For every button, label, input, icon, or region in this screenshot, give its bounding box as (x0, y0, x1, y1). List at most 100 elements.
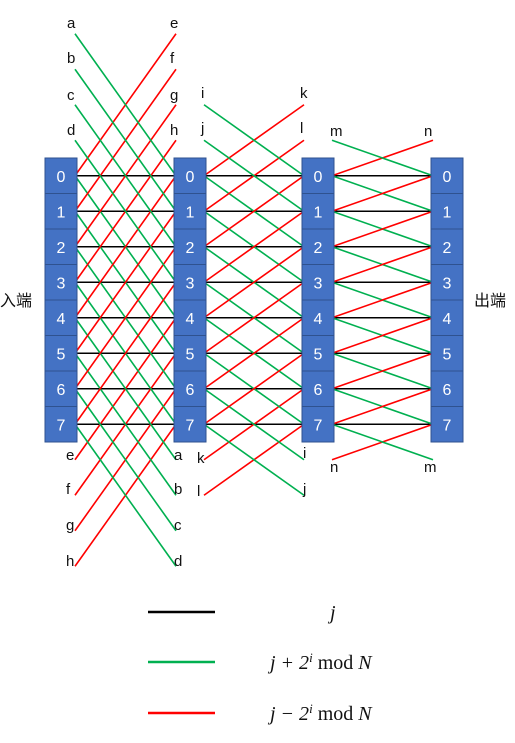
link-plus-wrap-in (74, 33, 177, 177)
link-minus (203, 175, 305, 248)
node-cell (173, 228, 207, 265)
connection-lines (74, 33, 434, 567)
node-cell (301, 335, 335, 372)
legend-minus-exp: i (309, 701, 313, 716)
legend-label-minus: j − 2i mod N (267, 701, 373, 726)
stage-letter-label: g (66, 517, 74, 534)
node-index: 3 (443, 275, 452, 292)
node-index: 1 (314, 204, 323, 221)
node-index: 4 (186, 311, 195, 328)
link-minus (331, 210, 434, 248)
stage-letter-label: j (200, 120, 204, 137)
stage-letter-label: f (170, 50, 175, 67)
node-index: 1 (57, 204, 66, 221)
node-index: 2 (443, 240, 452, 257)
stage-letter-label: k (300, 85, 308, 102)
link-minus (331, 387, 434, 426)
legend-plus-exp: i (309, 650, 313, 665)
output-side-label: 出端 (474, 292, 506, 310)
stage-letter-label: m (424, 459, 437, 476)
node-index: 2 (57, 240, 66, 257)
node-cell (173, 157, 207, 194)
link-minus (203, 352, 305, 425)
node-index: 0 (443, 169, 452, 186)
legend-minus-n: N (357, 703, 373, 725)
link-plus-wrap-out (203, 423, 305, 496)
node-index: 2 (186, 240, 195, 257)
node-cell (430, 299, 464, 336)
link-plus-wrap-in (74, 104, 177, 248)
legend-plus-n: N (357, 652, 373, 674)
node-cell (173, 335, 207, 372)
stage-letter-label: h (170, 122, 178, 139)
legend-minus-mod: mod (313, 703, 359, 725)
node-cell (430, 228, 464, 265)
link-plus-wrap-out (74, 388, 177, 532)
node-index: 7 (443, 417, 452, 434)
node-cell (301, 264, 335, 301)
node-index: 4 (57, 311, 66, 328)
node-index: 6 (57, 382, 66, 399)
legend-minus-text: j − 2 (267, 703, 309, 725)
stage-letter-label: e (170, 15, 178, 32)
stage-letter-label: d (174, 553, 182, 570)
node-index: 5 (186, 346, 195, 363)
node-index: 5 (314, 346, 323, 363)
node-cell (301, 193, 335, 230)
stage-letter-label: h (66, 553, 74, 570)
link-minus (331, 316, 434, 355)
stage-letter-label: j (302, 481, 306, 498)
link-plus-wrap-in (331, 139, 434, 177)
link-minus (74, 246, 177, 390)
stage-letter-label: d (67, 122, 75, 139)
stage-letter-label: f (66, 481, 71, 498)
link-plus-wrap-in (74, 68, 177, 212)
link-minus (203, 210, 305, 283)
link-minus (331, 174, 434, 213)
link-plus-wrap-out (74, 317, 177, 461)
node-cell (173, 264, 207, 301)
node-cell (430, 370, 464, 407)
node-cell (173, 193, 207, 230)
node-index: 4 (314, 311, 323, 328)
legend-label-plus: j + 2i mod N (267, 650, 373, 675)
node-index: 2 (314, 240, 323, 257)
link-minus (203, 317, 305, 390)
node-index: 7 (57, 417, 66, 434)
node-index: 1 (186, 204, 195, 221)
link-minus (203, 281, 305, 354)
link-plus-wrap-in (74, 139, 177, 283)
node-cell (44, 228, 78, 265)
node-index: 6 (186, 382, 195, 399)
input-side-label: 入端 (0, 292, 32, 310)
node-index: 4 (443, 311, 452, 328)
stage-letter-label: l (300, 120, 303, 137)
stage-letter-label: l (197, 483, 200, 500)
legend-plus-mod: mod (313, 652, 359, 674)
stage-letter-label: e (66, 447, 74, 464)
node-cell (301, 157, 335, 194)
node-cell (301, 406, 335, 443)
node-index: 6 (443, 382, 452, 399)
link-minus (331, 281, 434, 319)
stage-letter-label: i (303, 445, 306, 462)
node-cell (430, 193, 464, 230)
stage-letter-label: b (174, 481, 182, 498)
node-cell (44, 157, 78, 194)
node-index: 5 (57, 346, 66, 363)
stage-letter-label: n (330, 459, 338, 476)
node-index: 6 (314, 382, 323, 399)
link-minus (74, 175, 177, 319)
link-plus-wrap-out (74, 423, 177, 567)
stage-letter-label: g (170, 87, 178, 104)
node-cell (44, 335, 78, 372)
stage-letter-label: c (67, 87, 75, 104)
node-index: 0 (186, 169, 195, 186)
stage-letter-label: i (201, 85, 204, 102)
link-minus (331, 245, 434, 284)
node-index: 1 (443, 204, 452, 221)
node-cell (44, 264, 78, 301)
